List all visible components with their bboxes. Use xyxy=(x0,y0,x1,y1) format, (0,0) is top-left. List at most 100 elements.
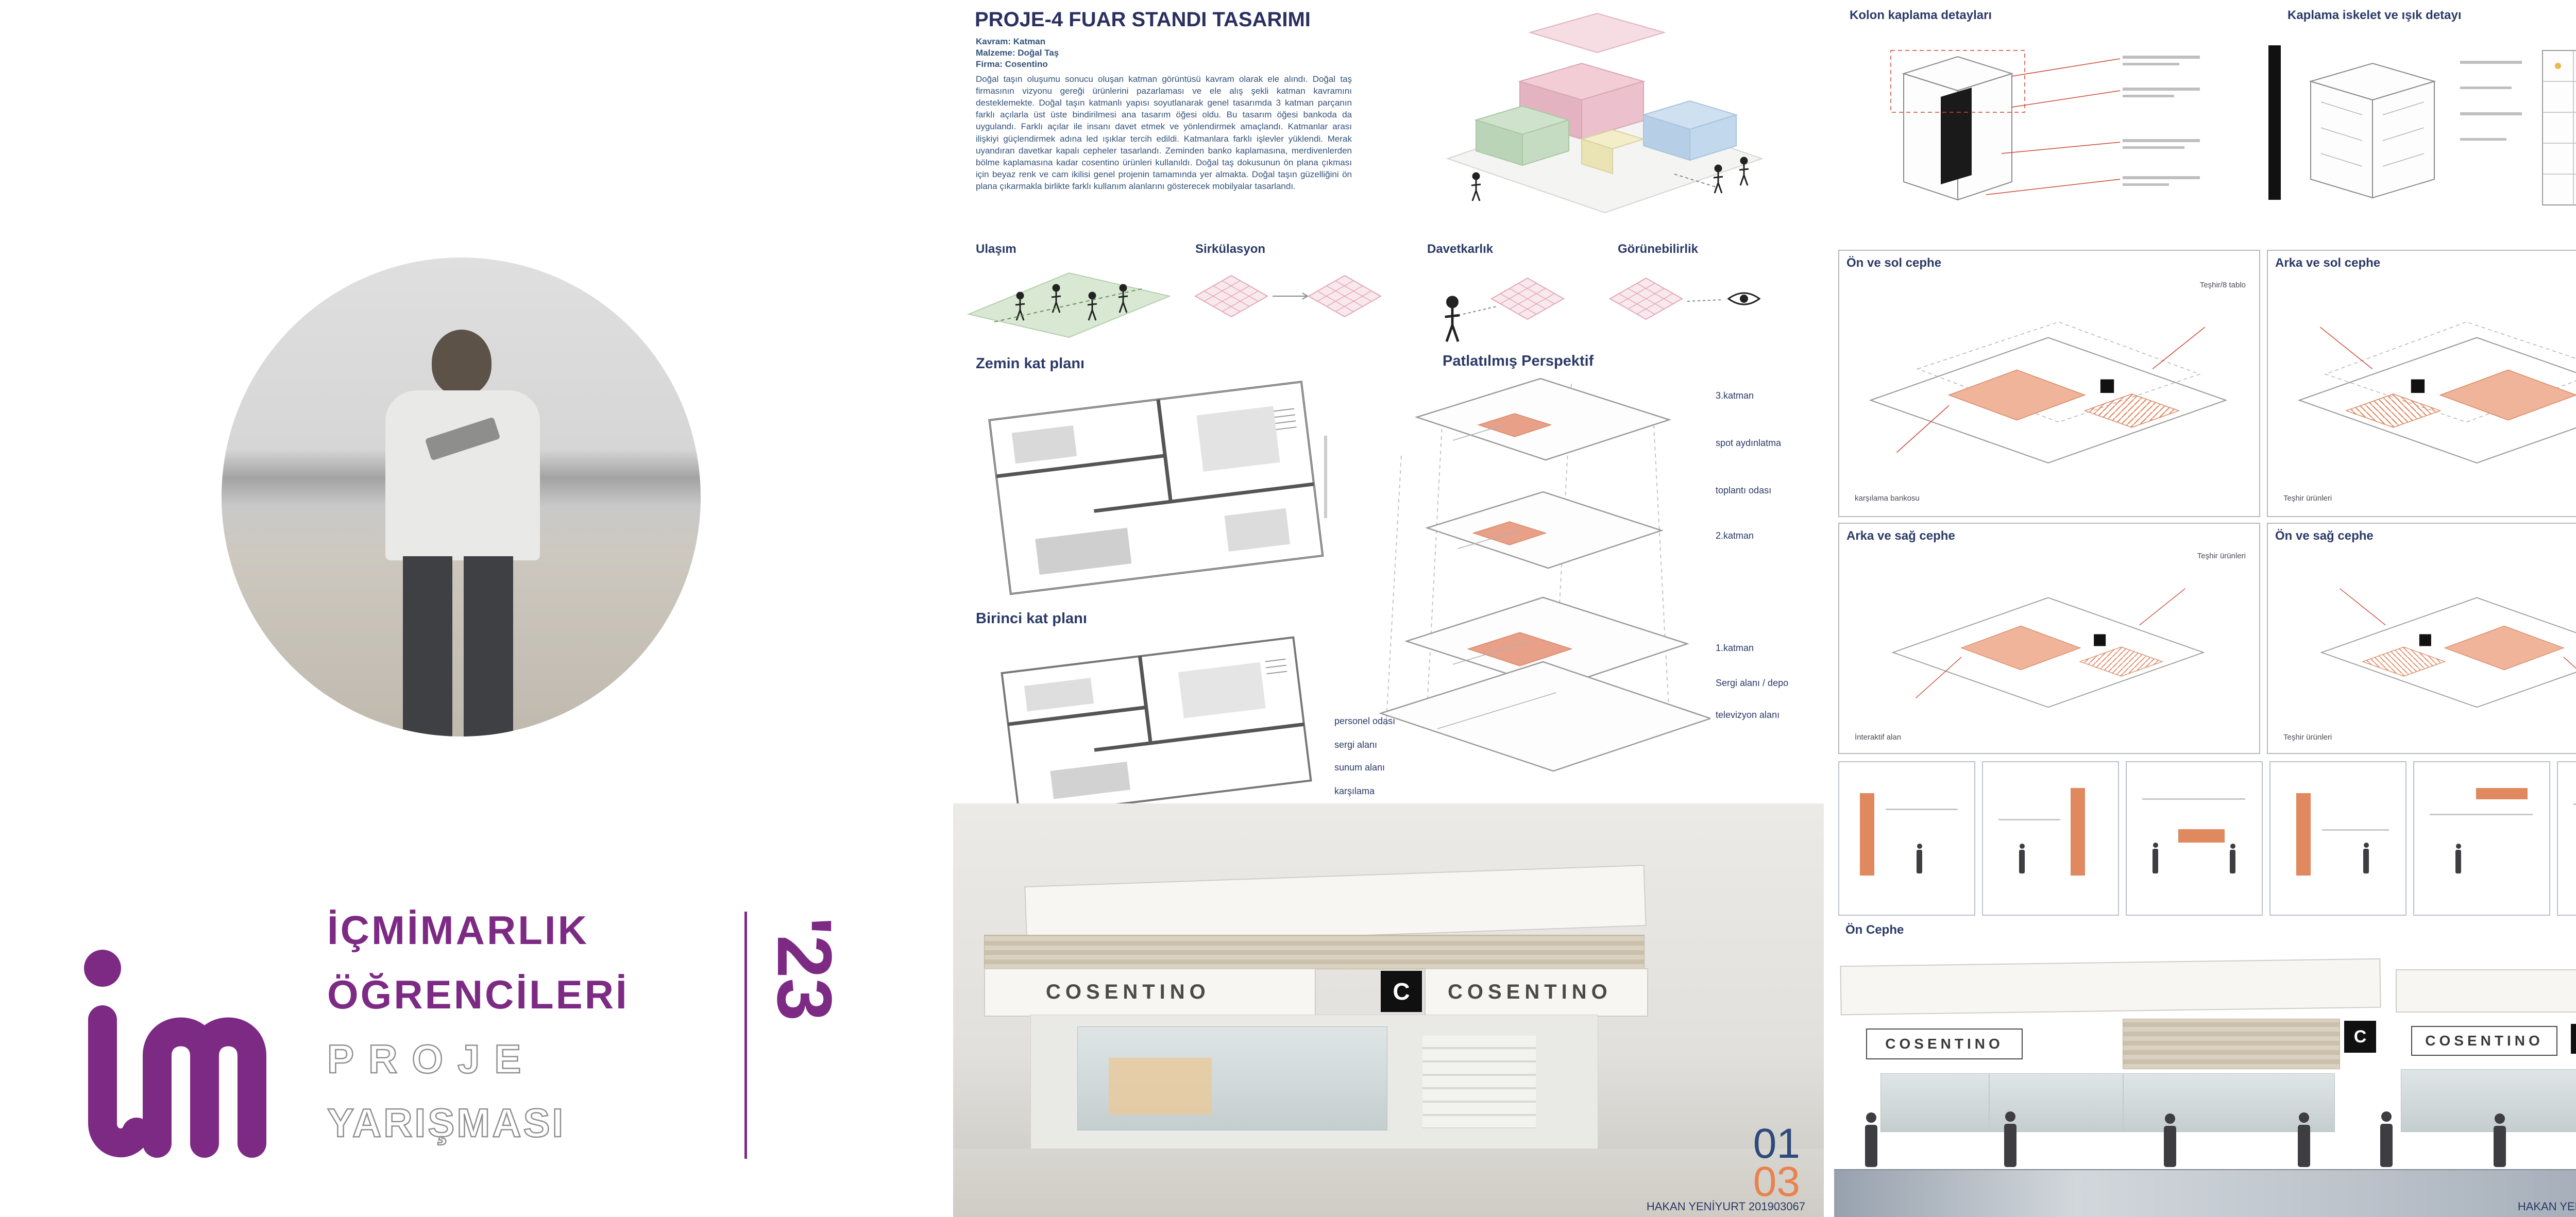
axon-view-back-left: Arka ve sol cephe Teşhir ürünleri Malzem… xyxy=(2267,250,2576,517)
ground-strip xyxy=(1834,1169,2576,1217)
detail1-title: Kolon kaplama detayları xyxy=(1850,8,1992,22)
board2-author: HAKAN YENİYURT 201903067 xyxy=(2517,1200,2576,1213)
gorunebilirlik-diagram xyxy=(1609,278,1760,320)
portrait-leg-right xyxy=(464,556,513,736)
logo-line-4: YARIŞMASI xyxy=(327,1100,566,1146)
diagram-label-gorunebilirlik: Görünebilirlik xyxy=(1618,242,1699,256)
axon-note: İnteraktif alan xyxy=(1855,733,1902,742)
board1-description: Doğal taşın oluşumu sonucu oluşan katman… xyxy=(976,74,1352,191)
person-icon xyxy=(1865,1125,1877,1167)
ground-floor-plan xyxy=(988,381,1327,595)
axon-drawing xyxy=(1891,588,2205,708)
exploded-label: spot aydınlatma xyxy=(1716,438,1782,448)
render-floor xyxy=(953,1149,1824,1217)
concept-axonometric-diagram xyxy=(1446,12,1764,214)
exploded-label: Sergi alanı / depo xyxy=(1716,678,1789,688)
person-icon xyxy=(2380,1124,2393,1167)
person-icon xyxy=(2164,1126,2176,1167)
board-1: PROJE-4 FUAR STANDI TASARIMI Kavram: Kat… xyxy=(953,0,1824,1217)
front-elevation-drawing: COSENTINO C COSENTINO C xyxy=(1834,944,2576,1168)
axon-note: Teşhir ürünleri xyxy=(2197,552,2246,560)
exploded-perspective-title: Patlatılmış Perspektif xyxy=(1443,353,1594,369)
exploded-label: 1.katman xyxy=(1716,643,1754,653)
exploded-label: 2.katman xyxy=(1716,530,1754,541)
exploded-label: televizyon alanı xyxy=(1716,710,1780,720)
cosentino-logo: C xyxy=(2571,1024,2576,1054)
axon-note: Teşhir/8 tablo xyxy=(2199,281,2246,289)
exploded-label: sergi alanı xyxy=(1334,740,1378,750)
cladding-skeleton-detail-drawing xyxy=(2268,45,2576,205)
diagram-label-davetkarlik: Davetkarlık xyxy=(1427,242,1494,256)
board1-meta-material: Malzeme: Doğal Taş xyxy=(976,48,1059,58)
render-lower-body xyxy=(1030,1015,1598,1150)
logo-line-1: İÇMİMARLIK xyxy=(327,907,589,953)
axon-note: Teşhir ürünleri xyxy=(2283,733,2332,742)
logo-year: '23 xyxy=(761,917,848,1021)
portrait-leg-left xyxy=(403,556,452,736)
axon-view-front-left: Ön ve sol cephe karşılama bankosu Teşhir… xyxy=(1838,250,2260,517)
person-icon xyxy=(2494,1126,2506,1167)
portrait-head xyxy=(432,330,492,396)
render-brand-left: COSENTINO xyxy=(1046,981,1210,1003)
left-panel: İÇMİMARLIK ÖĞRENCİLERİ PROJE YARIŞMASI '… xyxy=(0,0,927,1217)
board1-author: HAKAN YENİYURT 201903067 xyxy=(1646,1200,1805,1213)
axon-drawing xyxy=(1869,321,2228,464)
render-warm-light xyxy=(1109,1058,1212,1115)
axon-title: Ön ve sol cephe xyxy=(1846,256,1942,270)
exploded-label: toplantı odası xyxy=(1716,485,1772,495)
axon-title: Arka ve sağ cephe xyxy=(1846,529,1955,543)
interior-vignette xyxy=(1982,761,2119,916)
axon-title: Ön ve sağ cephe xyxy=(2275,529,2374,543)
exploded-label: personel odası xyxy=(1334,716,1396,726)
interior-vignette xyxy=(2126,761,2263,916)
diagram-label-ulasim: Ulaşım xyxy=(976,242,1016,256)
interior-vignette xyxy=(2557,761,2576,916)
column-cladding-detail-drawing xyxy=(1890,50,2200,201)
logo-line-2: ÖĞRENCİLERİ xyxy=(327,971,629,1017)
render-brand-right: COSENTINO xyxy=(1448,981,1612,1003)
logo-divider xyxy=(744,912,747,1159)
board1-title: PROJE-4 FUAR STANDI TASARIMI xyxy=(975,8,1311,31)
exploded-label: 3.katman xyxy=(1716,390,1754,401)
interior-vignette xyxy=(2413,761,2550,916)
board1-meta-firm: Firma: Cosentino xyxy=(976,59,1048,70)
axon-view-back-right: Arka ve sağ cephe İnteraktif alan Teşhir… xyxy=(1838,523,2260,754)
davetkarlik-diagram xyxy=(1419,278,1564,345)
interior-vignette xyxy=(1838,761,1975,916)
board1-page-number: 01 xyxy=(1753,1120,1800,1167)
axon-drawing xyxy=(2320,588,2576,708)
plan1-title: Zemin kat planı xyxy=(976,355,1085,372)
brand-sign: COSENTINO xyxy=(2411,1026,2557,1056)
exploded-axonometric-drawing xyxy=(1378,378,1710,772)
logo-line-3: PROJE xyxy=(327,1035,536,1082)
exploded-label: karşılama xyxy=(1334,786,1375,796)
eye-icon xyxy=(1727,292,1760,305)
portrait-shirt xyxy=(385,390,540,560)
competition-logo-block: İÇMİMARLIK ÖĞRENCİLERİ PROJE YARIŞMASI '… xyxy=(70,896,904,1185)
plan2-title: Birinci kat planı xyxy=(976,610,1087,627)
detail2-title: Kaplama iskelet ve ışık detayı xyxy=(2287,8,2462,22)
cosentino-logo: C xyxy=(2344,1021,2376,1053)
person-icon xyxy=(2004,1124,2016,1167)
render-left-band xyxy=(984,968,1316,1017)
render-glass xyxy=(1077,1026,1387,1130)
walking-person-icon xyxy=(1445,297,1460,341)
ulasim-diagram xyxy=(967,272,1172,338)
diagram-label-sirkulasyon: Sirkülasyon xyxy=(1195,242,1266,256)
axon-title: Arka ve sol cephe xyxy=(2275,256,2381,270)
elevation-label-front: Ön Cephe xyxy=(1845,923,1904,937)
first-floor-plan xyxy=(1001,636,1312,818)
axon-drawing xyxy=(2297,321,2576,464)
render-stair xyxy=(1422,1036,1536,1128)
board-2: Kolon kaplama detayları Kaplam xyxy=(1834,0,2576,1217)
hero-render: COSENTINO C COSENTINO xyxy=(953,803,1824,1217)
person-icon xyxy=(2298,1125,2310,1167)
axon-note: Teşhir ürünleri xyxy=(2283,494,2332,503)
interior-vignette xyxy=(2269,761,2406,916)
cosentino-logo: C xyxy=(1381,971,1422,1012)
portrait-photo xyxy=(222,258,701,736)
exploded-label: sunum alanı xyxy=(1334,762,1385,773)
board1-page-total: 03 xyxy=(1753,1158,1800,1205)
vignette-strip xyxy=(1838,761,2576,916)
